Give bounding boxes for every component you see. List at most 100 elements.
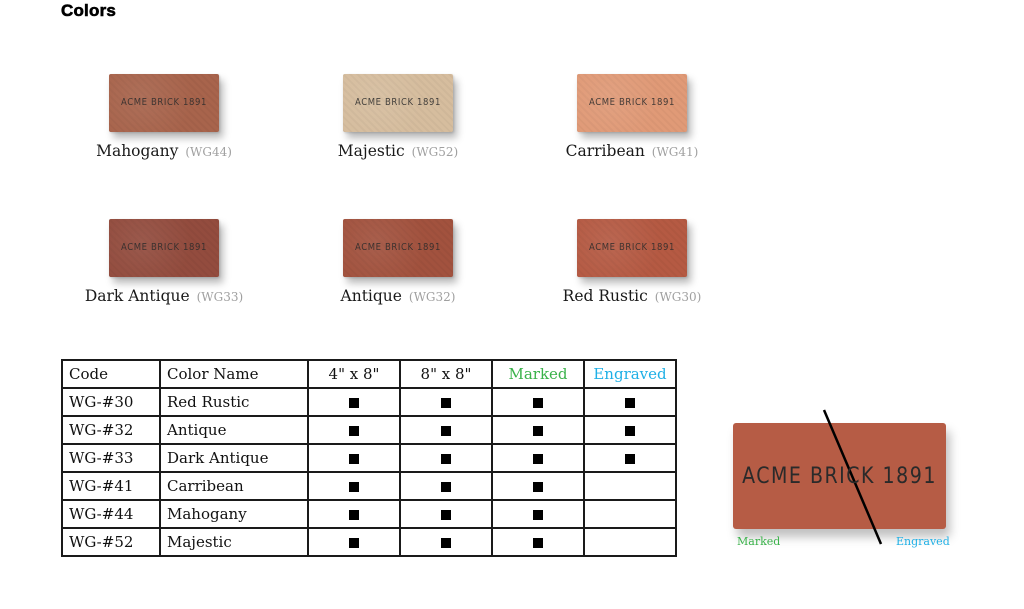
table-row: WG-#30 Red Rustic bbox=[61, 387, 677, 417]
swatch-caption: Red Rustic (WG30) bbox=[502, 287, 762, 305]
swatch-caption: Mahogany (WG44) bbox=[34, 142, 294, 160]
table-row: WG-#41 Carribean bbox=[61, 471, 677, 501]
check-square-icon bbox=[349, 510, 359, 520]
brick-image: ACME BRICK 1891 bbox=[577, 219, 687, 277]
cell-marked bbox=[491, 443, 585, 473]
cell-4x8 bbox=[307, 499, 401, 529]
swatch-caption: Majestic (WG52) bbox=[268, 142, 528, 160]
header-color-name: Color Name bbox=[159, 359, 309, 389]
cell-4x8 bbox=[307, 387, 401, 417]
cell-code: WG-#30 bbox=[61, 387, 161, 417]
header-engraved: Engraved bbox=[583, 359, 677, 389]
cell-engraved bbox=[583, 443, 677, 473]
table-row: WG-#52 Majestic bbox=[61, 527, 677, 557]
check-square-icon bbox=[533, 482, 543, 492]
color-name: Carribean bbox=[565, 142, 645, 160]
header-code: Code bbox=[61, 359, 161, 389]
cell-name: Carribean bbox=[159, 471, 309, 501]
cell-code: WG-#41 bbox=[61, 471, 161, 501]
color-name: Mahogany bbox=[96, 142, 179, 160]
table-header-row: Code Color Name 4" x 8" 8" x 8" Marked E… bbox=[61, 359, 677, 389]
example-brick-text: ACME BRICK 1891 bbox=[742, 463, 937, 489]
swatch-red-rustic: ACME BRICK 1891 Red Rustic (WG30) bbox=[502, 219, 762, 305]
color-code: (WG32) bbox=[408, 290, 456, 304]
cell-name: Mahogany bbox=[159, 499, 309, 529]
cell-8x8 bbox=[399, 527, 493, 557]
example-brick-image: ACME BRICK 1891 bbox=[733, 423, 946, 529]
cell-engraved bbox=[583, 415, 677, 445]
table-row: WG-#44 Mahogany bbox=[61, 499, 677, 529]
header-8x8: 8" x 8" bbox=[399, 359, 493, 389]
cell-name: Majestic bbox=[159, 527, 309, 557]
cell-name: Dark Antique bbox=[159, 443, 309, 473]
check-square-icon bbox=[533, 510, 543, 520]
check-square-icon bbox=[349, 426, 359, 436]
cell-8x8 bbox=[399, 471, 493, 501]
check-square-icon bbox=[349, 482, 359, 492]
cell-code: WG-#52 bbox=[61, 527, 161, 557]
brick-image: ACME BRICK 1891 bbox=[343, 74, 453, 132]
header-4x8: 4" x 8" bbox=[307, 359, 401, 389]
cell-engraved bbox=[583, 471, 677, 501]
check-square-icon bbox=[533, 454, 543, 464]
cell-name: Antique bbox=[159, 415, 309, 445]
check-square-icon bbox=[533, 538, 543, 548]
check-square-icon bbox=[441, 538, 451, 548]
swatch-carribean: ACME BRICK 1891 Carribean (WG41) bbox=[502, 74, 762, 160]
check-square-icon bbox=[441, 426, 451, 436]
color-name: Majestic bbox=[337, 142, 405, 160]
check-square-icon bbox=[441, 510, 451, 520]
color-code: (WG52) bbox=[411, 145, 459, 159]
cell-8x8 bbox=[399, 499, 493, 529]
check-square-icon bbox=[533, 426, 543, 436]
cell-8x8 bbox=[399, 443, 493, 473]
cell-4x8 bbox=[307, 471, 401, 501]
table-row: WG-#33 Dark Antique bbox=[61, 443, 677, 473]
check-square-icon bbox=[349, 454, 359, 464]
check-square-icon bbox=[441, 482, 451, 492]
brick-image: ACME BRICK 1891 bbox=[109, 219, 219, 277]
cell-marked bbox=[491, 387, 585, 417]
cell-code: WG-#44 bbox=[61, 499, 161, 529]
cell-marked bbox=[491, 471, 585, 501]
cell-8x8 bbox=[399, 387, 493, 417]
brick-image: ACME BRICK 1891 bbox=[577, 74, 687, 132]
engraved-label: Engraved bbox=[896, 535, 950, 548]
cell-marked bbox=[491, 415, 585, 445]
cell-marked bbox=[491, 499, 585, 529]
check-square-icon bbox=[625, 426, 635, 436]
cell-4x8 bbox=[307, 443, 401, 473]
swatch-mahogany: ACME BRICK 1891 Mahogany (WG44) bbox=[34, 74, 294, 160]
cell-4x8 bbox=[307, 527, 401, 557]
swatch-caption: Antique (WG32) bbox=[268, 287, 528, 305]
cell-8x8 bbox=[399, 415, 493, 445]
cell-engraved bbox=[583, 387, 677, 417]
cell-engraved bbox=[583, 527, 677, 557]
check-square-icon bbox=[441, 398, 451, 408]
swatch-caption: Dark Antique (WG33) bbox=[34, 287, 294, 305]
color-code: (WG33) bbox=[196, 290, 244, 304]
check-square-icon bbox=[349, 538, 359, 548]
swatch-antique: ACME BRICK 1891 Antique (WG32) bbox=[268, 219, 528, 305]
cell-code: WG-#32 bbox=[61, 415, 161, 445]
check-square-icon bbox=[533, 398, 543, 408]
cell-marked bbox=[491, 527, 585, 557]
swatch-majestic: ACME BRICK 1891 Majestic (WG52) bbox=[268, 74, 528, 160]
color-name: Red Rustic bbox=[562, 287, 648, 305]
check-square-icon bbox=[441, 454, 451, 464]
cell-4x8 bbox=[307, 415, 401, 445]
color-code: (WG30) bbox=[654, 290, 702, 304]
check-square-icon bbox=[625, 398, 635, 408]
marked-label: Marked bbox=[737, 535, 781, 548]
color-code: (WG44) bbox=[185, 145, 232, 159]
color-code: (WG41) bbox=[651, 145, 699, 159]
swatch-dark-antique: ACME BRICK 1891 Dark Antique (WG33) bbox=[34, 219, 294, 305]
check-square-icon bbox=[349, 398, 359, 408]
brick-image: ACME BRICK 1891 bbox=[343, 219, 453, 277]
swatch-caption: Carribean (WG41) bbox=[502, 142, 762, 160]
header-marked: Marked bbox=[491, 359, 585, 389]
cell-name: Red Rustic bbox=[159, 387, 309, 417]
page-title: Colors bbox=[61, 1, 117, 21]
color-spec-table: Code Color Name 4" x 8" 8" x 8" Marked E… bbox=[61, 359, 677, 557]
